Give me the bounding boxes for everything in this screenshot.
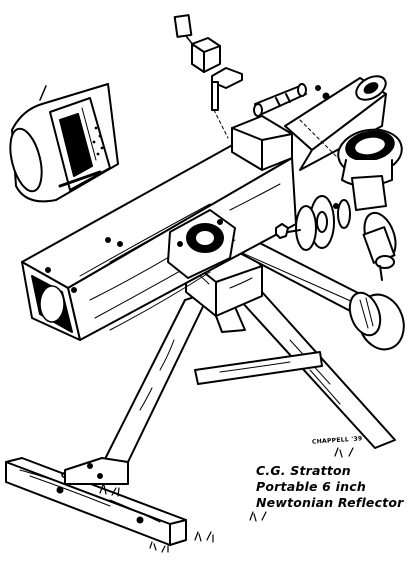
bearing-housing (167, 209, 236, 279)
eyepiece-rod (253, 83, 321, 117)
cross-brace (194, 351, 323, 385)
caption-line-2: Portable 6 inch (256, 479, 366, 494)
tube-bracket (231, 115, 293, 171)
caption: C.G. Stratton Portable 6 inch Newtonian … (256, 463, 406, 511)
clamp-discs (275, 195, 351, 251)
grass-tufts (99, 447, 354, 553)
upper-tube (284, 75, 387, 171)
drive-assembly (337, 128, 403, 281)
caption-line-3: Newtonian Reflector (256, 495, 404, 510)
front-leg (64, 291, 211, 485)
caption-line-1: C.G. Stratton (256, 463, 351, 478)
diagonal-holder (173, 14, 243, 111)
counterweight (348, 291, 405, 351)
assembly-guides (213, 109, 341, 161)
mirror-cell-cutaway (9, 83, 119, 203)
